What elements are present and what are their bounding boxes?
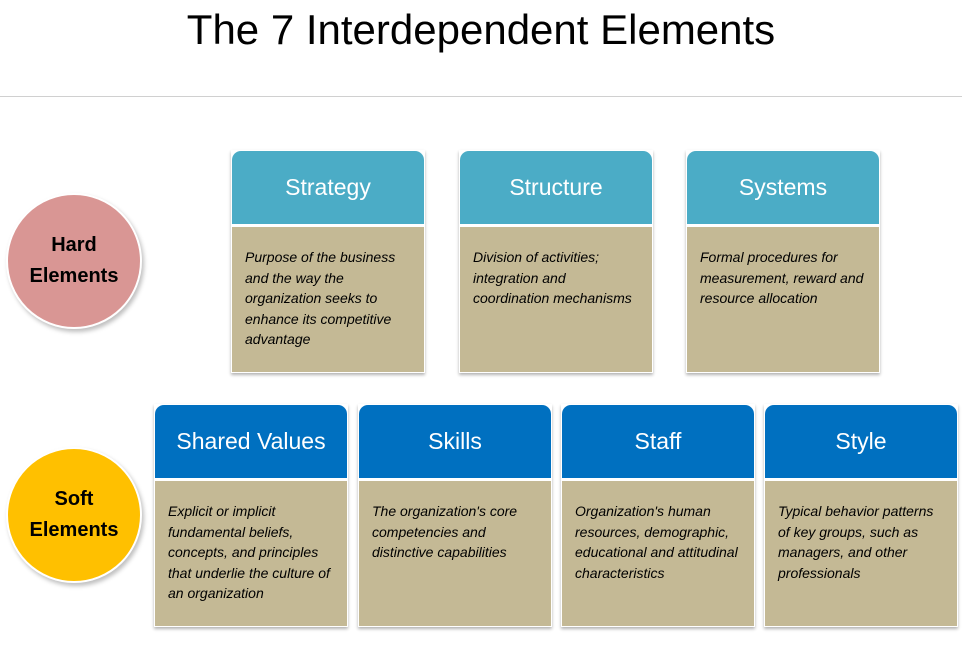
card-description: Typical behavior patterns of key groups,… [764,480,958,627]
card-description: Organization's human resources, demograp… [561,480,755,627]
card-description: Formal procedures for measurement, rewar… [686,226,880,373]
soft-elements-label: Soft Elements [29,488,119,541]
card-structure: Structure Division of activities; integr… [459,150,653,373]
card-skills: Skills The organization's core competenc… [358,404,552,627]
card-strategy: Strategy Purpose of the business and the… [231,150,425,373]
card-title: Style [764,404,958,478]
hard-elements-label: Hard Elements [29,234,119,287]
card-description: Division of activities; integration and … [459,226,653,373]
card-title: Skills [358,404,552,478]
title-divider [0,96,962,97]
card-description: The organization's core competencies and… [358,480,552,627]
card-style: Style Typical behavior patterns of key g… [764,404,958,627]
card-title: Staff [561,404,755,478]
slide-title: The 7 Interdependent Elements [186,6,776,53]
card-title: Shared Values [154,404,348,478]
card-description: Purpose of the business and the way the … [231,226,425,373]
card-title: Strategy [231,150,425,224]
card-description: Explicit or implicit fundamental beliefs… [154,480,348,627]
card-shared-values: Shared Values Explicit or implicit funda… [154,404,348,627]
card-title: Structure [459,150,653,224]
card-systems: Systems Formal procedures for measuremen… [686,150,880,373]
card-staff: Staff Organization's human resources, de… [561,404,755,627]
hard-elements-circle: Hard Elements [6,193,142,329]
card-title: Systems [686,150,880,224]
soft-elements-circle: Soft Elements [6,447,142,583]
